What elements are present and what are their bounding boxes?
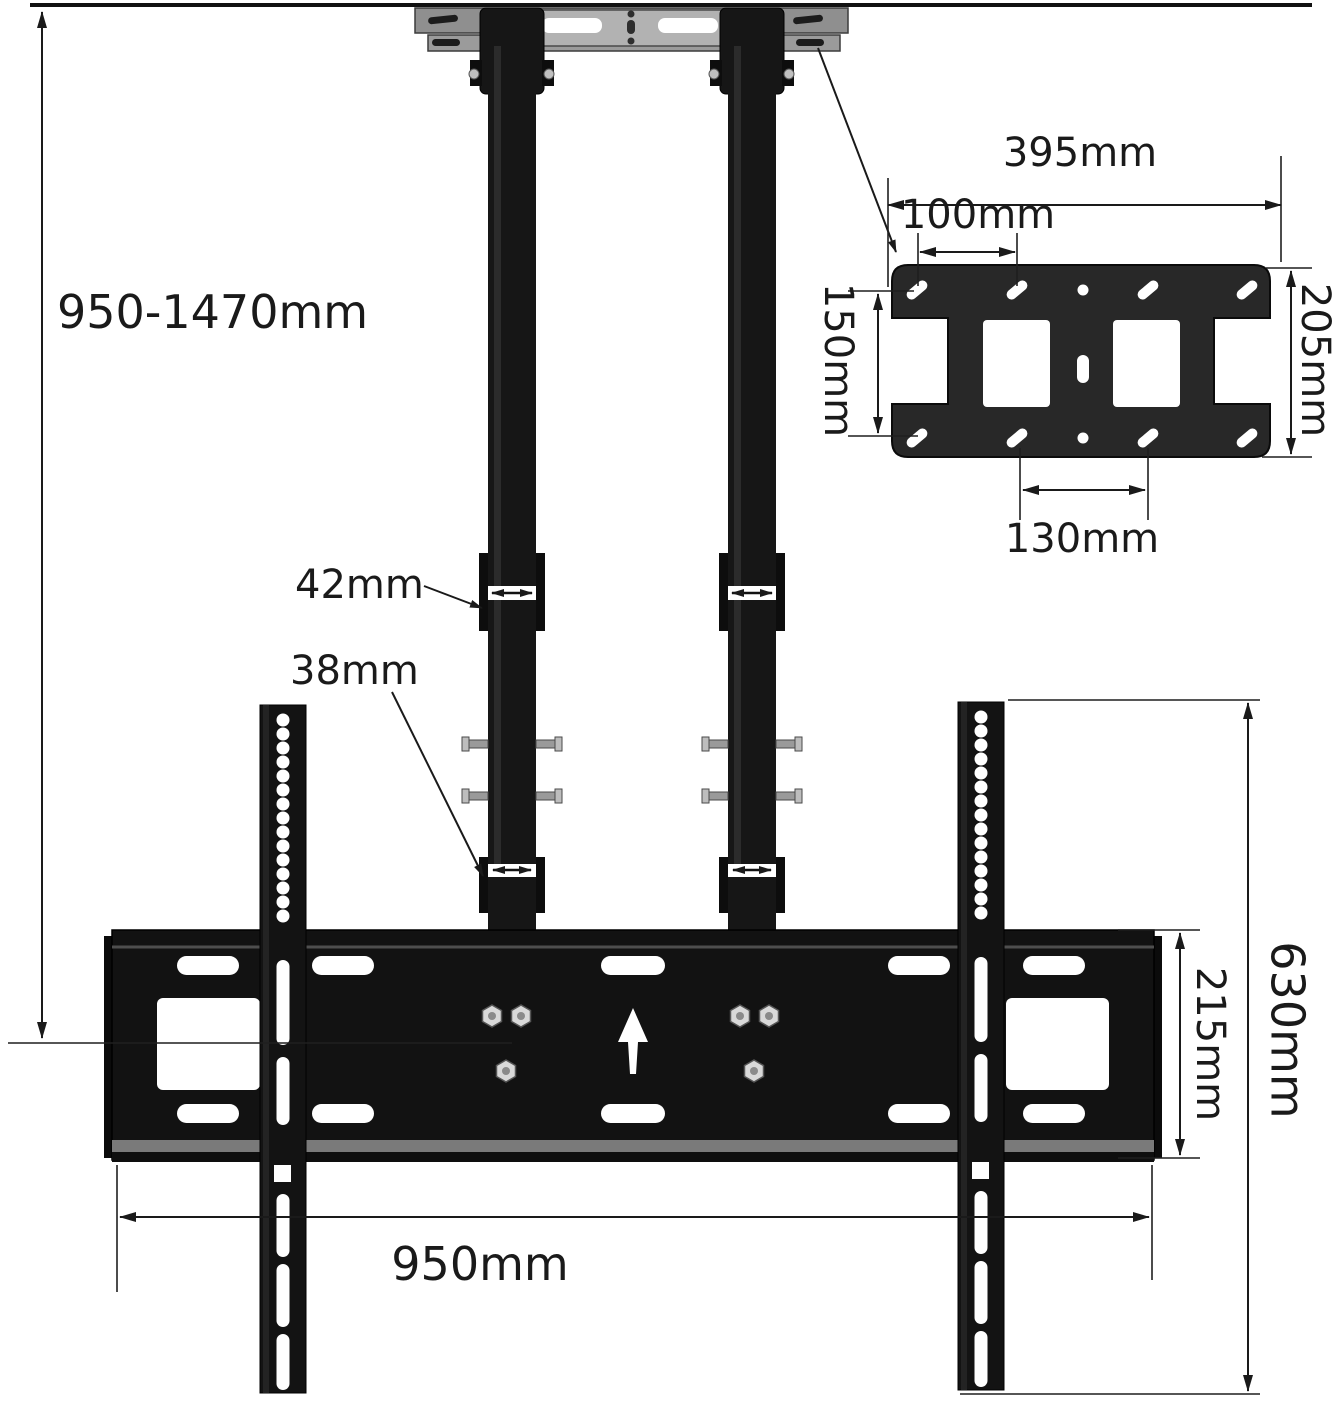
dim-bracket-height: 215mm [1118, 929, 1233, 1159]
hex-bolt-icon [758, 1004, 780, 1028]
hex-bolt-icon [495, 1059, 517, 1083]
dim-drop-height: 950-1470mm [8, 11, 512, 1044]
ceiling-plate-center-oval [627, 20, 635, 34]
ceiling-plate-center-slot-right [658, 18, 718, 33]
dim-bracket-width: 950mm [116, 1165, 1153, 1292]
hex-bolt-icon [510, 1004, 532, 1028]
dim-rail-height: 630mm [960, 699, 1315, 1395]
label-pole-42: 42mm [295, 562, 483, 609]
drop-height-label: 950-1470mm [57, 285, 368, 339]
hex-bolt-icon [481, 1004, 503, 1028]
label-pole-38: 38mm [290, 648, 484, 877]
vesa-rail-right [957, 701, 1005, 1391]
dim-plate-bottom-spacing: 130mm [1005, 448, 1159, 562]
bracket-left-flange [104, 936, 114, 1158]
dim-plate-hole-spacing-h: 100mm [901, 192, 1055, 286]
bracket-width-label: 950mm [391, 1237, 568, 1291]
dim-plate-height: 205mm [1262, 267, 1332, 458]
bracket-bottom-lip [112, 1152, 1154, 1162]
bracket-slots-top [177, 956, 1085, 975]
ceiling-plate-center-hole2 [627, 37, 635, 45]
plate-width-label: 395mm [1003, 130, 1157, 176]
pole-38-label: 38mm [290, 648, 419, 694]
detail-plate-leader [817, 47, 897, 253]
bracket-cutout-left [157, 998, 260, 1090]
hex-bolt-icon [729, 1004, 751, 1028]
pole-42-label: 42mm [295, 562, 424, 608]
bracket-height-label: 215mm [1187, 967, 1233, 1121]
hex-bolt-icon [743, 1059, 765, 1083]
detail-plate-cutout-left [983, 320, 1050, 407]
ceiling-plate-center-slot-left [542, 18, 602, 33]
detail-plate-group: 395mm 100mm 150mm 205mm 130mm [815, 47, 1332, 562]
dim-plate-hole-spacing-v: 150mm [815, 283, 918, 437]
detail-plate-holes [904, 278, 1260, 450]
plate-hole-spacing-h-label: 100mm [901, 192, 1055, 238]
dim-plate-width: 395mm [887, 130, 1282, 287]
ceiling-plate-center-hole [627, 10, 635, 18]
rail-height-label: 630mm [1261, 941, 1315, 1118]
up-arrow-icon [618, 1008, 648, 1074]
suspension-pole-right [702, 46, 802, 930]
vesa-rail-left [259, 704, 307, 1394]
bracket-bottom-band [112, 1140, 1154, 1152]
detail-plate-cutout-right [1113, 320, 1180, 407]
bracket-slots-bottom [177, 1104, 1085, 1123]
bracket-cutout-right [1006, 998, 1109, 1090]
plate-bottom-spacing-label: 130mm [1005, 516, 1159, 562]
plate-height-label: 205mm [1292, 283, 1332, 437]
plate-hole-spacing-v-label: 150mm [815, 283, 861, 437]
bracket-right-flange [1152, 936, 1162, 1158]
suspension-pole-left [462, 46, 562, 930]
